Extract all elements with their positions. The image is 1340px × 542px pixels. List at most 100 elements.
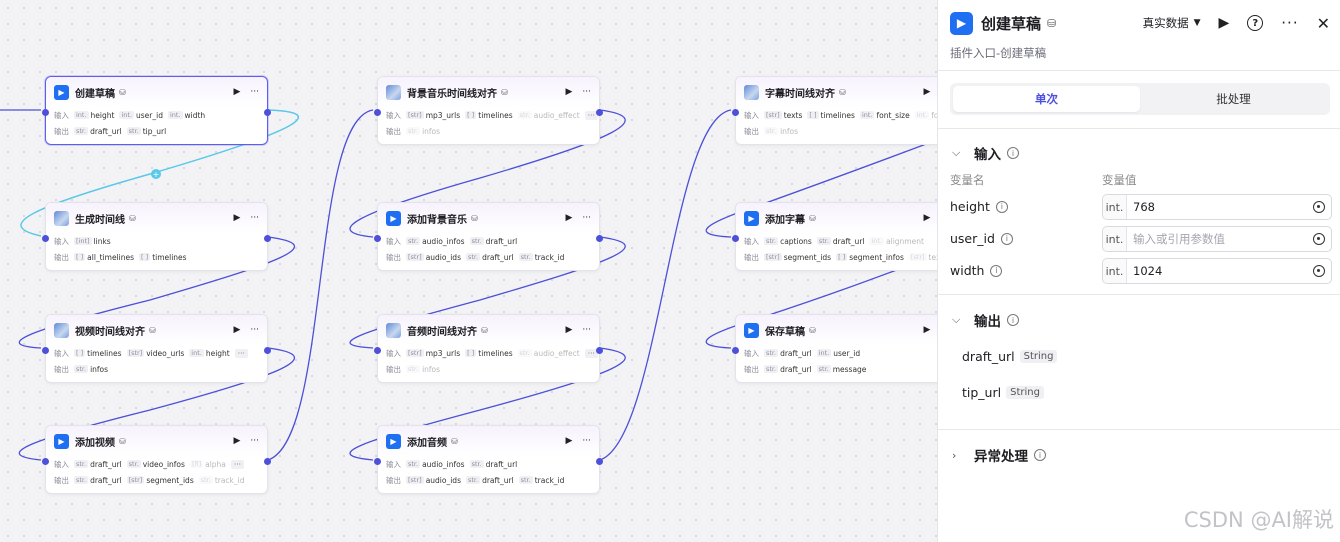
param-name: segment_infos xyxy=(849,252,904,262)
info-icon[interactable]: i xyxy=(995,200,1008,213)
node-header: ▶添加字幕⛁▶··· xyxy=(736,203,937,233)
info-icon[interactable]: i xyxy=(1007,314,1019,326)
data-mode-select[interactable]: 真实数据 ▼ xyxy=(1143,15,1201,31)
output-port[interactable] xyxy=(264,347,271,354)
workflow-node[interactable]: ▶添加字幕⛁▶···输入str.captionsstr.draft_urlint… xyxy=(732,202,937,271)
param-type: [int] xyxy=(74,237,92,245)
reference-variable-icon[interactable] xyxy=(1313,201,1325,213)
param-chip: str.draft_url xyxy=(74,476,122,485)
outputs-label: 输出 xyxy=(54,364,69,374)
input-port[interactable] xyxy=(42,347,49,354)
param-type: str. xyxy=(816,237,831,245)
database-icon: ⛁ xyxy=(809,213,816,223)
input-port[interactable] xyxy=(42,458,49,465)
more-params-icon[interactable]: ··· xyxy=(234,348,248,358)
info-icon[interactable]: i xyxy=(1007,147,1019,159)
reference-variable-icon[interactable] xyxy=(1313,265,1325,277)
input-port[interactable] xyxy=(42,109,49,116)
run-node-icon[interactable]: ▶ xyxy=(565,87,573,97)
run-node-icon[interactable]: ▶ xyxy=(923,87,931,97)
run-node-icon[interactable]: ▶ xyxy=(233,325,241,335)
more-params-icon[interactable]: ··· xyxy=(230,459,245,469)
info-icon[interactable]: i xyxy=(990,264,1003,277)
field-type: int. xyxy=(1103,195,1127,219)
input-port[interactable] xyxy=(374,347,381,354)
output-port[interactable] xyxy=(596,347,603,354)
workflow-node[interactable]: 背景音乐时间线对齐⛁▶···输入[str]mp3_urls[ ]timeline… xyxy=(374,76,603,145)
more-icon[interactable]: ··· xyxy=(582,325,591,335)
error-section-header[interactable]: › 异常处理 i xyxy=(952,445,1046,465)
more-icon[interactable]: ··· xyxy=(250,87,259,97)
workflow-node[interactable]: ▶保存草稿⛁▶···输入str.draft_urlint.user_id输出st… xyxy=(732,314,937,383)
info-icon[interactable]: i xyxy=(1000,232,1013,245)
inputs-label: 输入 xyxy=(54,110,69,120)
field-value-input[interactable]: int.输入或引用参数值 xyxy=(1102,226,1332,252)
more-icon[interactable]: ··· xyxy=(250,213,259,223)
param-name: segment_ids xyxy=(146,475,194,485)
param-name: timelines xyxy=(478,348,513,358)
param-chip: [str]text xyxy=(908,253,937,262)
more-icon[interactable]: ··· xyxy=(582,213,591,223)
tab-batch[interactable]: 批处理 xyxy=(1216,92,1251,106)
field-value-input[interactable]: int.768 xyxy=(1102,194,1332,220)
run-node-icon[interactable]: ▶ xyxy=(233,87,241,97)
output-port[interactable] xyxy=(596,109,603,116)
reference-variable-icon[interactable] xyxy=(1313,233,1325,245)
input-port[interactable] xyxy=(732,109,739,116)
output-port[interactable] xyxy=(596,235,603,242)
run-node-icon[interactable]: ▶ xyxy=(923,213,931,223)
more-icon[interactable]: ··· xyxy=(250,436,259,446)
input-section-header[interactable]: ⌵ 输入 i xyxy=(952,143,1019,163)
input-port[interactable] xyxy=(374,458,381,465)
more-icon[interactable]: ··· xyxy=(582,436,591,446)
help-icon[interactable]: ? xyxy=(1247,15,1264,31)
run-node-icon[interactable]: ▶ xyxy=(233,213,241,223)
output-port[interactable] xyxy=(264,235,271,242)
workflow-node[interactable]: 字幕时间线对齐⛁▶···输入[str]texts[ ]timelinesint.… xyxy=(732,76,937,145)
database-icon: ⛁ xyxy=(501,87,508,97)
info-icon[interactable]: i xyxy=(1034,449,1046,461)
close-icon[interactable]: ✕ xyxy=(1316,13,1330,33)
run-node-icon[interactable]: ▶ xyxy=(565,213,573,223)
field-value-input[interactable]: int.1024 xyxy=(1102,258,1332,284)
workflow-node[interactable]: 视频时间线对齐⛁▶···输入[ ]timelines[str]video_url… xyxy=(42,314,271,383)
divider xyxy=(938,429,1340,430)
output-port[interactable] xyxy=(264,458,271,465)
param-type: str. xyxy=(465,253,481,261)
input-port[interactable] xyxy=(374,109,381,116)
param-name: message xyxy=(832,364,867,374)
more-params-icon[interactable]: ··· xyxy=(584,348,598,358)
output-port[interactable] xyxy=(596,458,603,465)
node-inputs-row: 输入[int]links xyxy=(46,233,267,249)
run-node-icon[interactable]: ▶ xyxy=(923,325,931,335)
run-node-icon[interactable]: ▶ xyxy=(565,325,573,335)
input-port[interactable] xyxy=(732,347,739,354)
run-node-icon[interactable]: ▶ xyxy=(565,436,573,446)
input-port[interactable] xyxy=(732,235,739,242)
tab-single[interactable]: 单次 xyxy=(953,86,1140,112)
more-params-icon[interactable]: ··· xyxy=(584,110,598,120)
more-icon[interactable]: ··· xyxy=(250,325,259,335)
output-section-header[interactable]: ⌵ 输出 i xyxy=(952,310,1019,330)
run-node-icon[interactable]: ▶ xyxy=(233,436,241,446)
output-port[interactable] xyxy=(264,109,271,116)
input-port[interactable] xyxy=(42,235,49,242)
param-type: [str] xyxy=(764,253,782,261)
more-icon[interactable]: ··· xyxy=(1281,14,1299,32)
param-name: font_size xyxy=(876,110,910,120)
param-chip: str.infos xyxy=(406,127,440,136)
run-play-icon[interactable]: ▶ xyxy=(1218,15,1230,31)
chevron-right-icon: › xyxy=(952,448,957,462)
more-icon[interactable]: ··· xyxy=(582,87,591,97)
input-port[interactable] xyxy=(374,235,381,242)
